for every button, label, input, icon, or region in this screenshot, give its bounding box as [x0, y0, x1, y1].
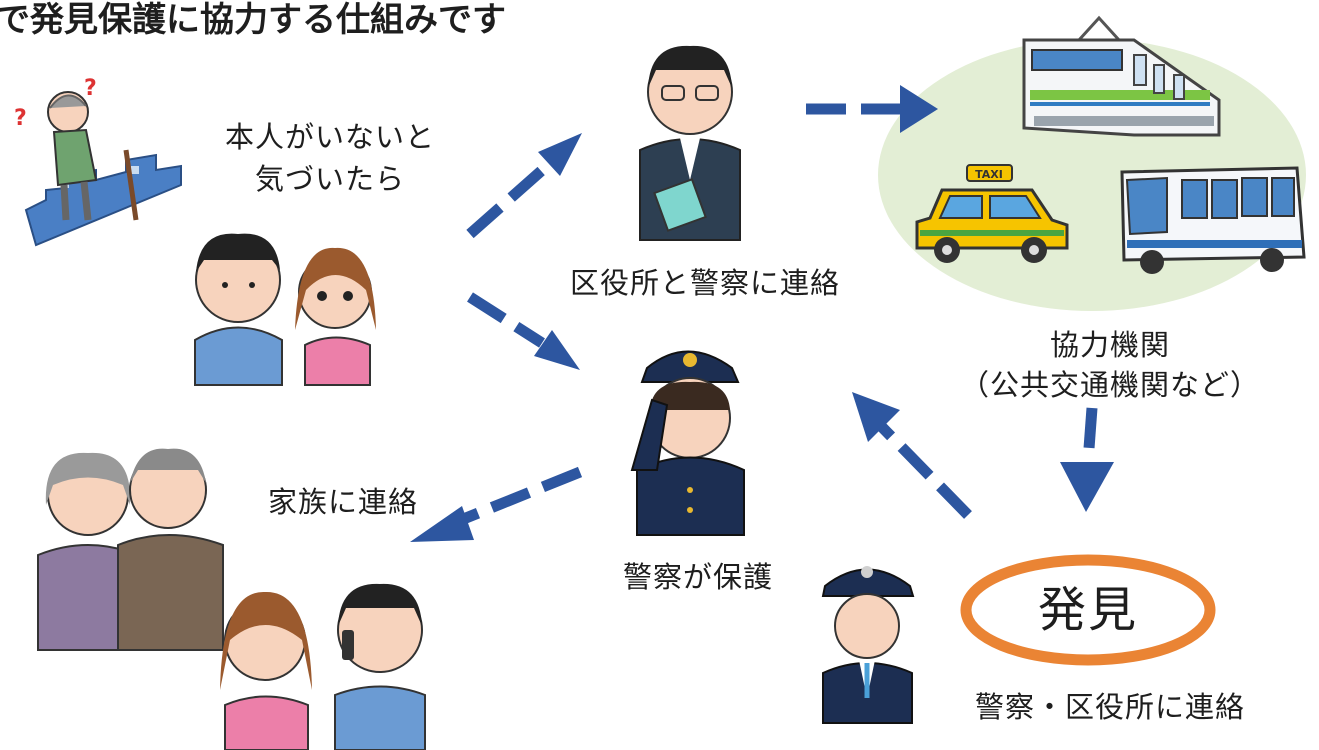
contact-police-ward-label: 警察・区役所に連絡 [975, 690, 1246, 724]
contact-family-label: 家族に連絡 [268, 485, 419, 519]
arrow-notice-to-police [467, 292, 545, 348]
arrowhead-to-family [410, 506, 474, 542]
notice-label-line1: 本人がいないと [224, 120, 435, 154]
page-title: で発見保護に協力する仕組みです [0, 0, 506, 40]
arrowhead-to-found [1060, 462, 1114, 512]
station-staff-illustration [821, 566, 915, 724]
arrow-notice-to-ward [466, 160, 552, 239]
arrow-found-to-police [876, 421, 972, 519]
police-protect-label: 警察が保護 [623, 560, 774, 594]
arrowhead-to-ward [538, 133, 582, 176]
notice-label-line2: 気づいたら [254, 162, 405, 196]
partners-label-line1: 協力機関 [1049, 328, 1170, 362]
arrow-partners-to-found [1082, 407, 1098, 463]
bus-icon [1120, 166, 1306, 274]
arrow-police-to-family [453, 466, 583, 528]
family-phone-illustration [220, 583, 426, 750]
partners-label-line2: （公共交通機関など） [960, 368, 1261, 402]
arrowhead-to-police-from-found [852, 392, 900, 442]
wandering-elder-illustration: ? ? [14, 76, 182, 247]
worried-couple-illustration [194, 233, 376, 386]
taxi-sign-text: TAXI [975, 168, 1003, 181]
ward-official-illustration [639, 45, 741, 241]
contact-ward-police-label: 区役所と警察に連絡 [570, 266, 841, 300]
taxi-icon: TAXI [915, 164, 1069, 263]
svg-text:?: ? [84, 76, 97, 101]
found-ring [960, 554, 1216, 666]
arrowhead-to-partners [900, 85, 938, 133]
arrowhead-to-police [534, 330, 580, 370]
train-icon [1022, 15, 1221, 137]
police-officer-illustration [630, 350, 745, 536]
elderly-couple-illustration [37, 448, 224, 651]
svg-text:?: ? [14, 106, 27, 131]
found-label: 発見 [1037, 582, 1138, 638]
